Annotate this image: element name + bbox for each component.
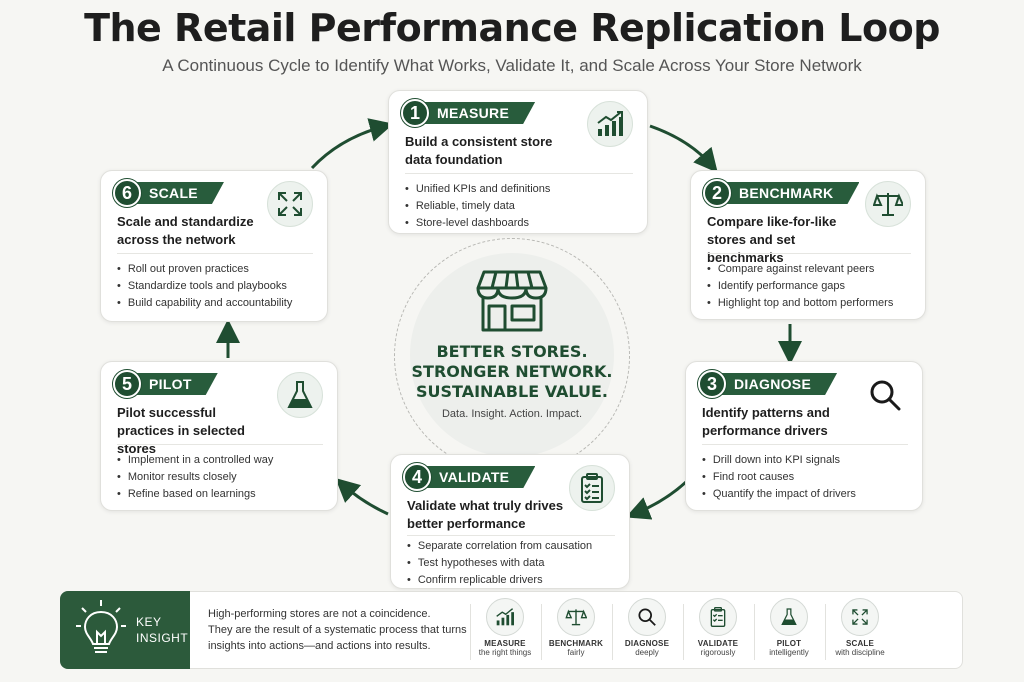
- step-label: VALIDATE: [425, 466, 535, 488]
- step-label: SCALE: [135, 182, 224, 204]
- step-number: 6: [113, 179, 141, 207]
- key-insight-badge: [60, 591, 190, 669]
- step-number: 3: [698, 370, 726, 398]
- step-bullet: Reliable, timely data: [405, 198, 550, 215]
- checklist-icon: [699, 598, 737, 636]
- storefront-icon: [476, 270, 548, 332]
- step-bullet: Drill down into KPI signals: [702, 452, 856, 469]
- expand-arrows-icon: [267, 181, 313, 227]
- step-bullet: Implement in a controlled way: [117, 452, 274, 469]
- step-bullet: Identify performance gaps: [707, 278, 893, 295]
- scales-icon: [865, 181, 911, 227]
- scales-icon: [557, 598, 595, 636]
- center-tagline: Data. Insight. Action. Impact.: [441, 408, 582, 420]
- step-number: 4: [403, 463, 431, 491]
- step-label: DIAGNOSE: [720, 373, 837, 395]
- flask-icon: [770, 598, 808, 636]
- page-title: The Retail Performance Replication Loop: [84, 6, 940, 50]
- checklist-icon: [569, 465, 615, 511]
- step-bullet: Highlight top and bottom performers: [707, 295, 893, 312]
- center-line-3: SUSTAINABLE VALUE.: [415, 382, 608, 401]
- expand-arrows-icon: [841, 598, 879, 636]
- bar-chart-icon: [587, 101, 633, 147]
- step-label: BENCHMARK: [725, 182, 859, 204]
- arrow-measure-to-benchmark: [649, 124, 718, 173]
- arrow-scale-to-measure: [310, 118, 394, 170]
- step-bullet: Refine based on learnings: [117, 486, 273, 503]
- step-bullet: Store-level dashboards: [405, 215, 550, 232]
- step-heading: Identify patterns and performance driver…: [702, 405, 830, 438]
- step-bullet: Confirm replicable drivers: [407, 572, 592, 589]
- step-heading: Compare like-for-like stores and set ben…: [707, 214, 837, 265]
- lightbulb-icon: [76, 600, 126, 653]
- step-number: 1: [401, 99, 429, 127]
- step-heading: Validate what truly drives better perfor…: [407, 498, 564, 531]
- step-label: MEASURE: [423, 102, 535, 124]
- step-number: 5: [113, 370, 141, 398]
- step-bullet: Roll out proven practices: [117, 261, 292, 278]
- arrow-validate-to-pilot: [335, 477, 389, 516]
- step-bullet: Monitor results closely: [117, 469, 273, 486]
- bar-chart-icon: [486, 598, 524, 636]
- step-label: PILOT: [135, 373, 218, 395]
- step-heading: Pilot successful practices in selected s…: [117, 405, 245, 456]
- key-insight-text: High-performing stores are not a coincid…: [208, 608, 467, 652]
- magnifier-icon: [862, 372, 908, 418]
- step-bullet: Unified KPIs and definitions: [405, 181, 551, 198]
- step-heading: Build a consistent store data foundation: [405, 134, 553, 167]
- step-bullet: Build capability and accountability: [117, 295, 293, 312]
- step-bullet: Standardize tools and playbooks: [117, 278, 292, 295]
- center-line-2: STRONGER NETWORK.: [411, 362, 613, 381]
- step-bullet: Test hypotheses with data: [407, 555, 592, 572]
- step-bullet: Compare against relevant peers: [707, 261, 893, 278]
- center-line-1: BETTER STORES.: [436, 342, 588, 361]
- step-heading: Scale and standardize across the network: [117, 214, 254, 247]
- step-bullet: Separate correlation from causation: [407, 538, 592, 555]
- magnifier-icon: [628, 598, 666, 636]
- page-subtitle: A Continuous Cycle to Identify What Work…: [162, 56, 862, 75]
- step-number: 2: [703, 179, 731, 207]
- flask-icon: [277, 372, 323, 418]
- arrow-diagnose-to-validate: [625, 480, 688, 520]
- step-bullet: Quantify the impact of drivers: [702, 486, 856, 503]
- step-bullet: Find root causes: [702, 469, 856, 486]
